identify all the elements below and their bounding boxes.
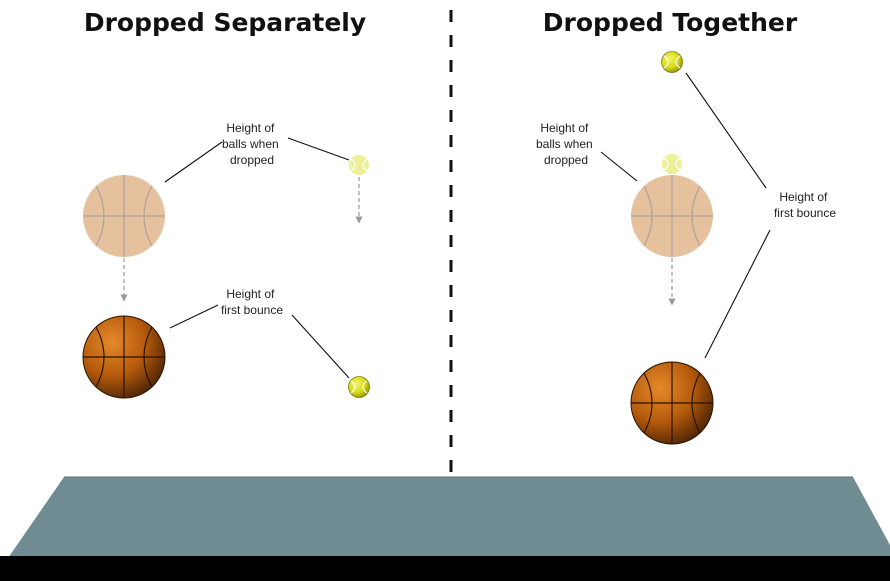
floor-surface [8,477,890,558]
tennis-ball-icon [348,376,370,398]
tennis-ball-icon [349,155,369,175]
together-panel-title: Dropped Together [543,8,798,37]
basketball-icon [631,175,713,257]
basketball-icon [630,361,714,445]
leader-line [164,141,223,183]
leader-line [600,151,638,182]
bounce-height-label: Height of first bounce [774,190,836,220]
leader-line [685,72,767,189]
leader-line [704,229,771,359]
floor-front-edge [0,556,890,581]
basketball-icon [83,175,165,257]
drop-height-label: Height of balls when dropped [536,121,596,167]
drop-height-label: Height of balls when dropped [222,121,282,167]
leader-line [291,314,350,379]
leader-line [287,137,350,161]
tennis-ball-icon [661,51,683,73]
separate-panel-title: Dropped Separately [84,8,366,37]
basketball-icon [82,315,166,399]
tennis-ball-icon [662,154,682,174]
bounce-height-label: Height of first bounce [221,287,283,317]
leader-line [169,304,219,329]
